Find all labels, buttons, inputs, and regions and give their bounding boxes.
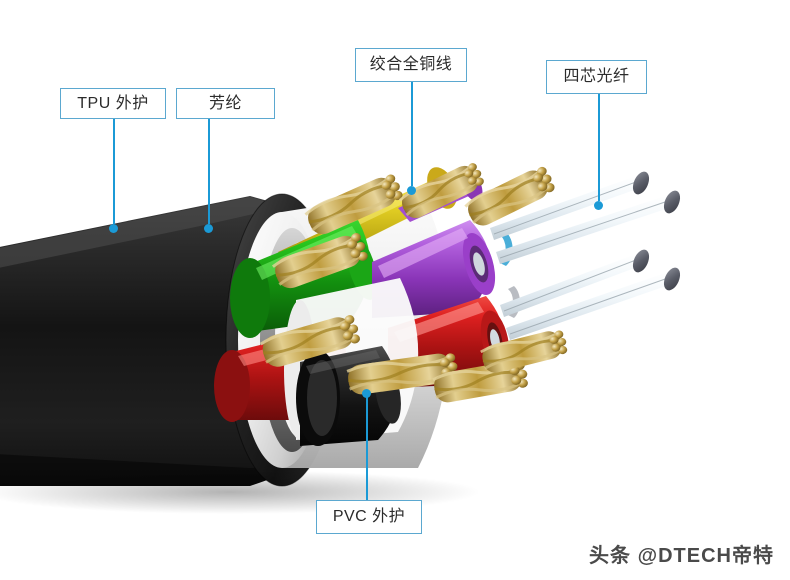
optical-fiber — [490, 171, 650, 240]
leader-line-pvc-jacket — [366, 396, 368, 500]
optical-fiber — [496, 190, 681, 264]
leader-line-stranded-copper — [411, 82, 413, 186]
callout-box-four-core-fiber[interactable]: 四芯光纤 — [546, 60, 647, 94]
watermark: 头条 @DTECH帝特 — [589, 545, 774, 567]
callout-box-pvc-jacket[interactable]: PVC 外护 — [316, 500, 422, 534]
callout-box-tpu-jacket[interactable]: TPU 外护 — [60, 88, 166, 119]
leader-dot-stranded-copper — [406, 185, 416, 195]
callout-label-aramid: 芳纶 — [208, 94, 242, 112]
callout-label-pvc-jacket: PVC 外护 — [332, 508, 406, 525]
copper-strand-bundle — [271, 232, 368, 289]
callout-label-four-core-fiber: 四芯光纤 — [563, 68, 630, 85]
optical-fiber — [500, 249, 650, 317]
leader-line-four-core-fiber — [598, 94, 600, 201]
callout-label-stranded-copper: 绞合全铜线 — [369, 56, 453, 73]
leader-dot-aramid — [203, 223, 213, 233]
leader-line-tpu-jacket — [113, 119, 115, 224]
copper-strand-bundle — [304, 174, 403, 235]
leader-line-aramid — [208, 119, 210, 224]
optical-fiber-bundle — [490, 171, 681, 340]
leader-dot-four-core-fiber — [593, 200, 603, 210]
callout-box-aramid[interactable]: 芳纶 — [176, 88, 275, 119]
copper-strand-bundle — [480, 330, 568, 373]
copper-strand-bundle — [259, 315, 360, 367]
copper-strand-bundle — [464, 166, 555, 226]
leader-dot-pvc-jacket — [361, 388, 371, 398]
leader-dot-tpu-jacket — [108, 223, 118, 233]
optical-fiber — [506, 267, 681, 340]
callout-label-tpu-jacket: TPU 外护 — [77, 94, 149, 112]
callout-box-stranded-copper[interactable]: 绞合全铜线 — [355, 48, 467, 82]
